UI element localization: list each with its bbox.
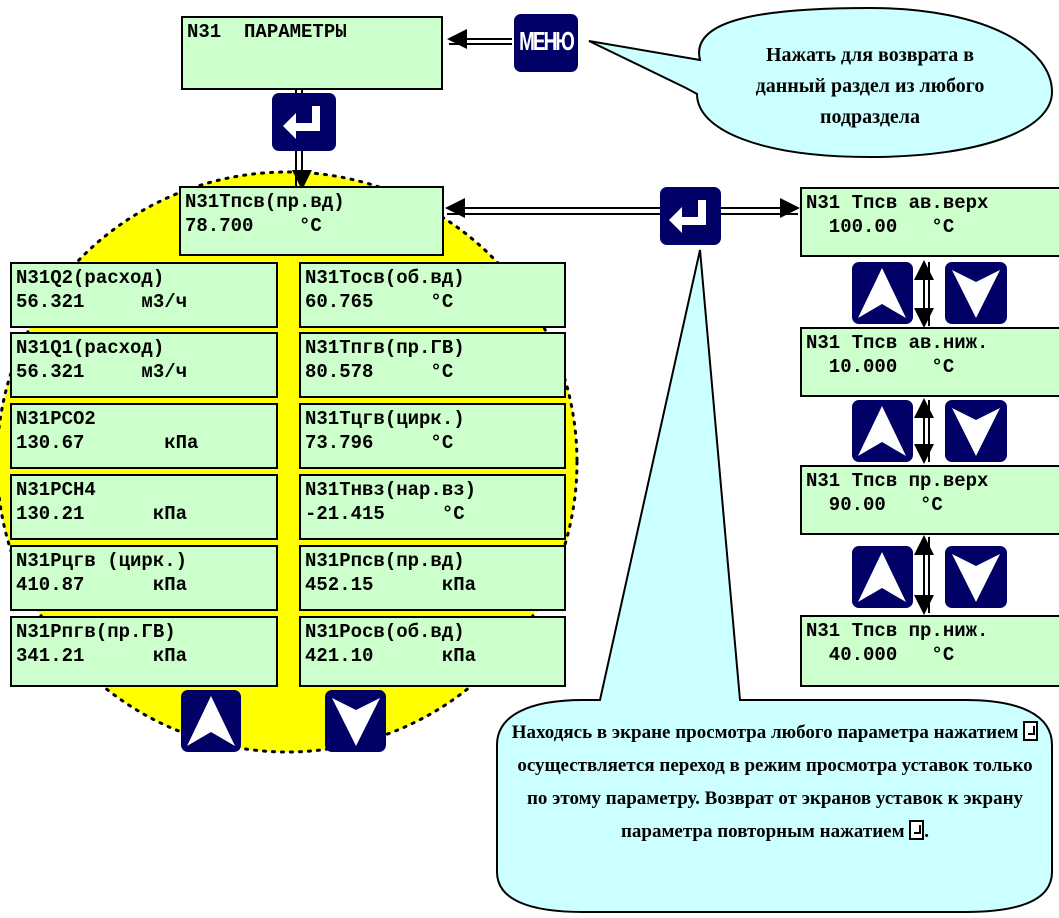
screen-line1: N31Тцгв(цирк.): [305, 408, 465, 430]
parameter-screen: N31Тцгв(цирк.) 73.796 °С: [299, 403, 566, 469]
menu-screen-title: N31 ПАРАМЕТРЫ: [187, 21, 347, 43]
setpoint-screen: N31 Тпсв ав.ниж. 10.000 °С: [800, 327, 1059, 397]
enter-button-settings[interactable]: [660, 187, 721, 245]
screen-line2: 56.321 м3/ч: [16, 361, 188, 383]
screen-line1: N31Рцгв (цирк.): [16, 550, 188, 572]
parameter-screen: N31Рцгв (цирк.) 410.87 кПа: [10, 545, 278, 611]
setpoint-screen: N31 Тпсв пр.ниж. 40.000 °С: [800, 615, 1059, 687]
screen-line1: N31Тосв(об.вд): [305, 267, 465, 289]
parameter-screen: N31Тнвз(нар.вз) -21.415 °С: [299, 474, 566, 540]
screen-line1: N31Тнвз(нар.вз): [305, 479, 477, 501]
parameter-screen: N31Q2(расход) 56.321 м3/ч: [10, 262, 278, 328]
bubble-top-text: Нажать для возврата в данный раздел из л…: [755, 44, 985, 128]
bubble-text-part1: Находясь в экране просмотра любого парам…: [511, 722, 1024, 743]
up-arrow-icon: [187, 696, 235, 746]
screen-line2: 73.796 °С: [305, 432, 454, 454]
bubble-text-part3: .: [924, 821, 930, 842]
screen-line1: N31PCH4: [16, 479, 96, 501]
screen-line1: N31Тпгв(пр.ГВ): [305, 337, 465, 359]
speech-bubble-bottom: [496, 249, 1053, 913]
screen-line1: N31Тпсв(пр.вд): [185, 191, 345, 213]
screen-line1: N31PCO2: [16, 408, 96, 430]
up-arrow-icon: [858, 406, 906, 456]
up-button[interactable]: [852, 546, 913, 608]
parameter-screen: N31Q1(расход) 56.321 м3/ч: [10, 332, 278, 398]
parameter-screen: N31PCH4 130.21 кПа: [10, 474, 278, 540]
screen-line1: N31 Тпсв пр.ниж.: [806, 620, 989, 642]
setpoint-screen: N31 Тпсв пр.верх 90.00 °С: [800, 465, 1059, 535]
down-arrow-icon: [952, 270, 1000, 318]
speech-bubble-top: [588, 6, 1054, 159]
enter-icon: [909, 820, 925, 840]
screen-line2: 90.00 °С: [806, 494, 943, 516]
down-button[interactable]: [945, 262, 1007, 324]
current-parameter-screen: N31Тпсв(пр.вд) 78.700 °С: [179, 186, 444, 256]
parameter-screen: N31Тпгв(пр.ГВ) 80.578 °С: [299, 332, 566, 398]
enter-icon: [283, 106, 320, 139]
setpoint-screen: N31 Тпсв ав.верх 100.00 °С: [800, 187, 1059, 257]
screen-line2: 10.000 °С: [806, 356, 955, 378]
enter-icon: [669, 200, 706, 233]
screen-line2: 80.578 °С: [305, 361, 454, 383]
screen-line1: N31Рпгв(пр.ГВ): [16, 621, 176, 643]
down-button[interactable]: [325, 690, 386, 752]
menu-button[interactable]: МЕНЮ: [514, 14, 578, 72]
screen-line2: 130.21 кПа: [16, 503, 188, 525]
up-arrow-icon: [858, 268, 906, 318]
screen-line1: N31 Тпсв ав.ниж.: [806, 332, 989, 354]
up-button[interactable]: [181, 690, 241, 752]
screen-line2: 410.87 кПа: [16, 574, 188, 596]
screen-line1: N31Росв(об.вд): [305, 621, 465, 643]
parameter-screen: N31Росв(об.вд) 421.10 кПа: [299, 616, 566, 687]
menu-button-label: МЕНЮ: [519, 28, 575, 57]
down-button[interactable]: [945, 546, 1007, 608]
parameter-screen: N31PCO2 130.67 кПа: [10, 403, 278, 469]
screen-line1: N31Q2(расход): [16, 267, 165, 289]
down-arrow-icon: [332, 698, 380, 746]
parameter-screen: N31Рпсв(пр.вд) 452.15 кПа: [299, 545, 566, 611]
down-arrow-icon: [952, 554, 1000, 602]
up-button[interactable]: [852, 262, 913, 324]
screen-line2: 100.00 °С: [806, 216, 955, 238]
enter-button-top[interactable]: [272, 93, 336, 151]
screen-line2: 421.10 кПа: [305, 645, 477, 667]
bubble-bottom-text: Находясь в экране просмотра любого парам…: [505, 716, 1045, 848]
screen-line1: N31 Тпсв пр.верх: [806, 470, 989, 492]
down-button[interactable]: [945, 400, 1007, 462]
screen-line2: 341.21 кПа: [16, 645, 188, 667]
bubble-text-part2: осуществляется переход в режим просмотра…: [517, 755, 1033, 842]
screen-line2: 60.765 °С: [305, 291, 454, 313]
screen-line1: N31 Тпсв ав.верх: [806, 192, 989, 214]
down-arrow-icon: [952, 408, 1000, 456]
screen-line2: 452.15 кПа: [305, 574, 477, 596]
parameter-screen: N31Тосв(об.вд) 60.765 °С: [299, 262, 566, 328]
screen-line1: N31Рпсв(пр.вд): [305, 550, 465, 572]
menu-screen: N31 ПАРАМЕТРЫ: [181, 16, 443, 90]
screen-line2: 56.321 м3/ч: [16, 291, 188, 313]
enter-icon: [1023, 721, 1039, 741]
screen-line2: 78.700 °С: [185, 215, 322, 237]
screen-line1: N31Q1(расход): [16, 337, 165, 359]
up-arrow-icon: [858, 552, 906, 602]
parameter-screen: N31Рпгв(пр.ГВ) 341.21 кПа: [10, 616, 278, 687]
up-button[interactable]: [852, 400, 913, 462]
screen-line2: 40.000 °С: [806, 644, 955, 666]
screen-line2: 130.67 кПа: [16, 432, 199, 454]
screen-line2: -21.415 °С: [305, 503, 465, 525]
